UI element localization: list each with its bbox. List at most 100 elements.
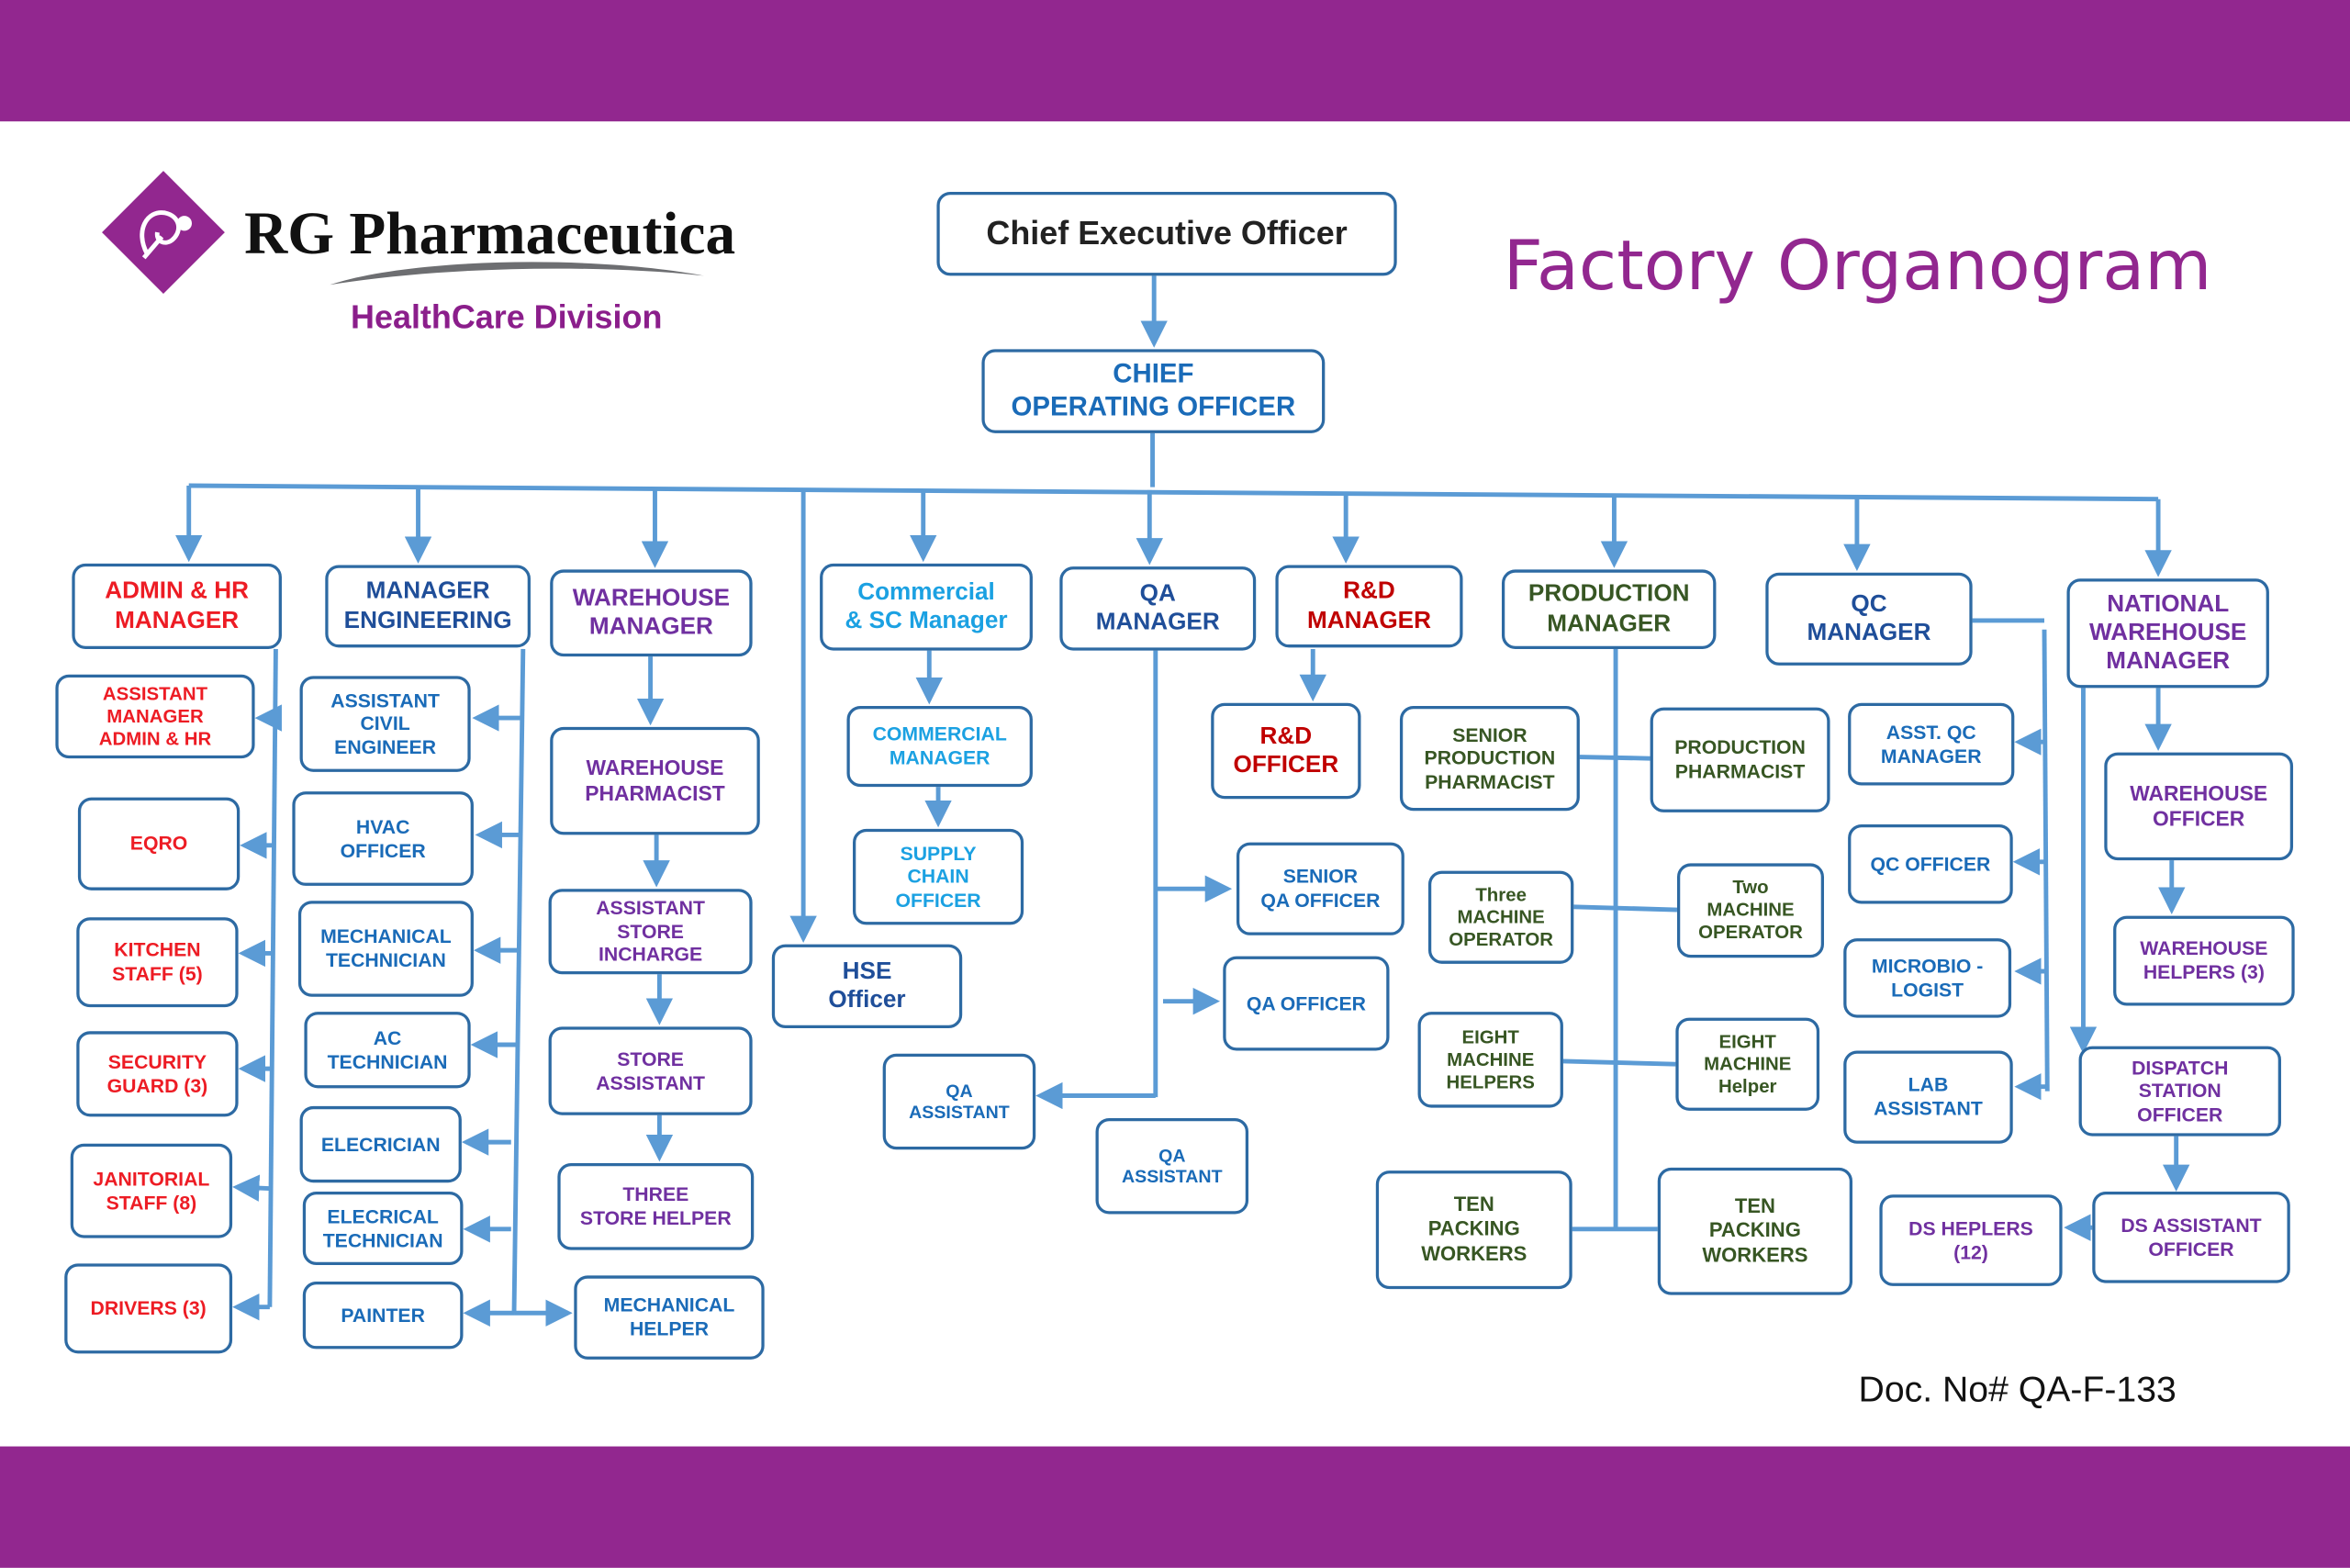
- org-box-label-line: & SC Manager: [845, 608, 1008, 634]
- org-box-eqro: EQRO: [77, 797, 241, 890]
- org-box-label-line: PACKING: [1427, 1217, 1520, 1240]
- org-box-label-line: DS HEPLERS: [1908, 1216, 2033, 1240]
- logo-swoosh: [330, 262, 705, 286]
- org-box-ceo: Chief Executive Officer: [936, 191, 1397, 276]
- division-name: HealthCare Division: [351, 297, 663, 336]
- org-box-label-line: WAREHOUSE: [2140, 937, 2268, 960]
- org-box-label-line: HELPERS (3): [2143, 960, 2265, 984]
- org-box-drivers: DRIVERS (3): [64, 1263, 233, 1354]
- org-box-label-line: QA: [946, 1080, 973, 1102]
- org-box-label-line: ELECRICAL: [327, 1204, 439, 1228]
- org-box-label-line: TEN: [1453, 1193, 1494, 1216]
- org-box-label-line: HSE: [842, 958, 892, 985]
- org-box-label-line: MANAGER: [1095, 610, 1220, 636]
- org-box-label-line: SECURITY: [107, 1050, 207, 1073]
- org-box-label-line: QC OFFICER: [1870, 852, 1991, 876]
- org-box-label-line: OFFICER: [340, 838, 426, 861]
- org-box-label-line: STORE HELPER: [579, 1206, 732, 1229]
- org-box-label-line: MANAGER: [2106, 649, 2231, 675]
- org-box-label-line: MECHANICAL: [603, 1294, 735, 1317]
- org-box-label-line: ADMIN & HR: [105, 578, 250, 605]
- org-box-label-line: SUPPLY: [900, 841, 977, 865]
- connector-line: [1562, 1058, 1676, 1067]
- org-box-label-line: COMMERCIAL: [872, 722, 1007, 746]
- org-box-label-line: MANAGER: [889, 746, 990, 769]
- org-box-painter: PAINTER: [302, 1281, 464, 1350]
- org-box-label-line: AC: [373, 1026, 402, 1049]
- org-box-label-line: LOGIST: [1891, 978, 1964, 1001]
- top-band: [0, 0, 2350, 122]
- org-box-label-line: ASSISTANT: [330, 689, 440, 711]
- org-box-qc-officer: QC OFFICER: [1848, 823, 2013, 904]
- org-box-label-line: LAB: [1908, 1073, 1949, 1097]
- org-box-label-line: SENIOR: [1282, 865, 1359, 889]
- org-box-label-line: TEN: [1734, 1194, 1775, 1218]
- org-box-label-line: Commercial: [857, 579, 995, 606]
- org-box-label-line: MACHINE: [1457, 905, 1545, 927]
- org-box-label-line: STAFF (5): [112, 962, 203, 985]
- org-box-label-line: NATIONAL: [2107, 591, 2230, 618]
- org-box-label-line: CIVIL: [360, 711, 410, 735]
- org-box-label-line: ASSISTANT: [909, 1102, 1010, 1123]
- org-box-label-line: HELPERS: [1446, 1070, 1535, 1092]
- connector-line: [1573, 904, 1678, 913]
- org-box-label-line: OFFICER: [2148, 1237, 2234, 1260]
- org-box-label-line: R&D: [1259, 723, 1313, 750]
- org-box-label-line: DS ASSISTANT: [2121, 1214, 2262, 1237]
- org-box-label-line: (12): [1953, 1240, 1988, 1263]
- org-box-label-line: PRODUCTION: [1528, 581, 1690, 608]
- org-box-label-line: MANAGER: [1306, 608, 1431, 633]
- company-name: RG Pharmaceutica: [244, 199, 736, 267]
- org-box-label-line: EQRO: [129, 832, 188, 855]
- org-box-label-line: WAREHOUSE: [586, 756, 724, 780]
- connector-line: [2042, 629, 2050, 1092]
- org-box-label-line: THREE: [622, 1182, 689, 1206]
- org-box-label-line: CHIEF: [1113, 358, 1194, 389]
- org-box-label-line: Two: [1732, 877, 1769, 898]
- org-box-label-line: INCHARGE: [598, 943, 703, 966]
- org-box-label-line: Helper: [1718, 1075, 1777, 1097]
- org-box-label-line: STAFF (8): [106, 1191, 197, 1214]
- connector-arrow: [232, 1174, 272, 1202]
- org-box-microbiologist: MICROBIO -LOGIST: [1843, 938, 2012, 1018]
- org-box-label-line: SENIOR: [1452, 722, 1528, 746]
- org-box-label-line: MANAGER: [365, 578, 490, 605]
- org-box-label-line: MICROBIO -: [1871, 954, 1984, 978]
- org-box-label-line: WORKERS: [1421, 1241, 1528, 1265]
- org-box-label-line: HELPER: [629, 1317, 710, 1340]
- org-box-label-line: OPERATOR: [1698, 922, 1803, 943]
- org-box-label-line: QA OFFICER: [1260, 889, 1381, 912]
- org-box-label-line: OPERATOR: [1449, 928, 1554, 950]
- org-box-label-line: QA: [1158, 1144, 1186, 1166]
- org-box-label-line: Officer: [828, 987, 906, 1014]
- org-box-label-line: PRODUCTION: [1674, 736, 1806, 759]
- org-box-label-line: PHARMACIST: [1674, 759, 1806, 783]
- org-box-elecrician: ELECRICIAN: [299, 1105, 462, 1183]
- page-title: Factory Organogram: [1503, 224, 2212, 307]
- org-box-label-line: JANITORIAL: [93, 1167, 210, 1191]
- org-box-label-line: GUARD (3): [106, 1073, 208, 1097]
